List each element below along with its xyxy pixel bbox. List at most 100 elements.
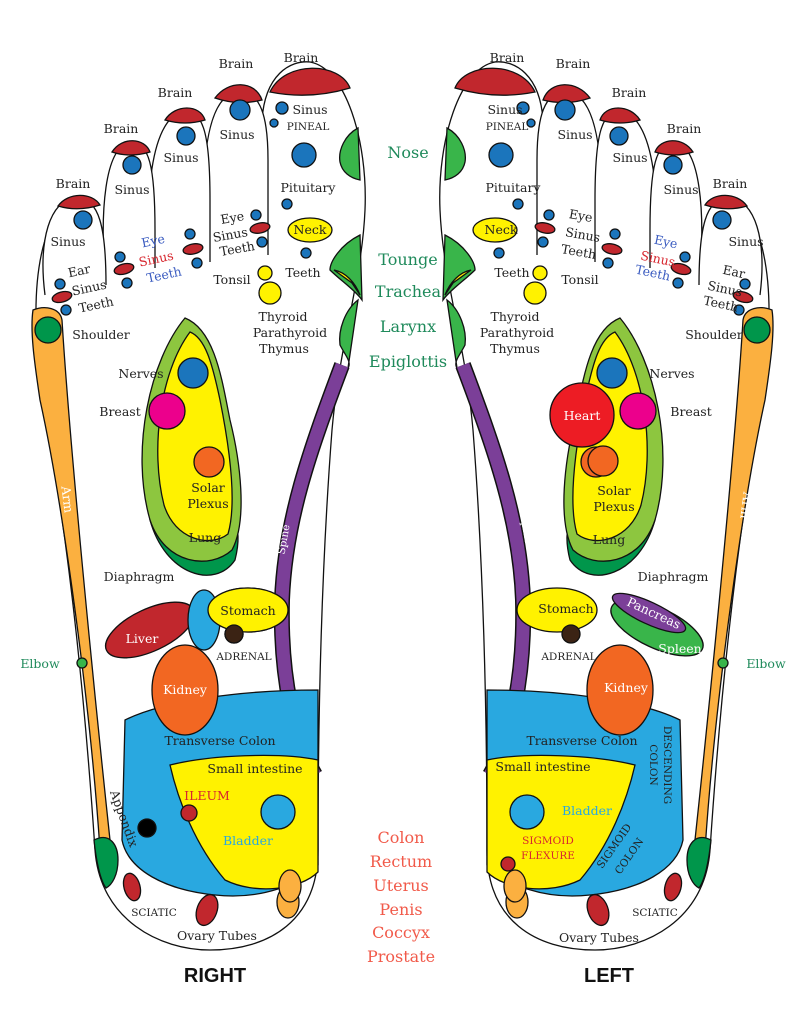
left-title: LEFT [584,965,634,987]
label: Sinus [487,102,522,117]
label: Brain [158,85,193,100]
ileum-zone [180,804,198,822]
label: Shoulder [72,327,130,342]
label: Plexus [187,496,228,511]
label: SCIATIC [131,907,177,919]
label: Shoulder [685,327,743,342]
label: Parathyroid [480,325,554,340]
label: Brain [284,50,319,65]
label: Heart [564,408,601,423]
solar-plexus-zone-left [587,445,619,477]
stomach-zone-right [207,587,289,633]
center-label: Tounge [378,250,437,269]
center-label: Larynx [380,317,436,336]
label: Sinus [639,248,676,270]
center-label: Colon [378,828,425,847]
center-label: Trachea [375,282,442,301]
label: Brain [219,56,254,71]
label: ADRENAL [540,651,596,663]
label: Neck [294,222,327,237]
label: Elbow [746,656,786,671]
label: Sinus [219,127,254,142]
label: Ear [721,262,746,281]
label: Spleen [658,641,701,656]
label: Diaphragm [638,569,709,584]
center-upper-labels: Nose Tounge Trachea Larynx Epiglottis [369,143,447,371]
label: Lung [189,530,221,545]
label: Neck [485,222,518,237]
label: COLON [647,744,659,785]
label: Brain [612,85,647,100]
label: Teeth [702,293,740,315]
label: ILEUM [184,788,230,803]
label: Stomach [538,601,593,616]
label: PINEAL [486,121,529,133]
label: Sinus [137,248,174,270]
label: Sinus [292,102,327,117]
label: Ovary Tubes [559,930,639,945]
label: Ear [66,261,91,280]
heart-zone [549,382,615,448]
label: Spine [276,524,293,556]
label: Brain [56,176,91,191]
label: Eye [140,231,166,251]
label: Sinus [114,182,149,197]
label: Eye [219,208,245,227]
label: Teeth [634,262,672,284]
label: Breast [670,404,711,419]
label: Transverse Colon [164,733,275,748]
label: Sinus [564,224,601,245]
label: Sinus [50,234,85,249]
label: Thymus [259,341,309,356]
label: Eye [653,232,679,252]
label: Sinus [663,182,698,197]
label: Elbow [20,656,60,671]
label: Nerves [649,366,694,381]
pancreas-zone [611,592,687,634]
label: Sinus [557,127,592,142]
label: Teeth [77,294,115,316]
label: Arm [737,490,755,520]
label: Thymus [490,341,540,356]
label: SCIATIC [632,907,678,919]
label: Small intestine [495,759,590,774]
label: Ovary Tubes [177,928,257,943]
label: DESCENDING [661,726,673,804]
label: Tonsil [561,272,598,287]
adrenal-zone-right [224,624,244,644]
label: Thyroid [259,309,308,324]
label: Teeth [560,241,597,262]
label: Diaphragm [104,569,175,584]
label: SIGMOID [522,835,574,847]
label: Brain [667,121,702,136]
label: Solar [191,480,225,495]
label: ADRENAL [215,651,271,663]
label: Pituitary [486,180,542,195]
label: Spine [517,514,534,546]
label: Transverse Colon [526,733,637,748]
label: Sinus [163,150,198,165]
label: Brain [104,121,139,136]
label: FLEXURE [521,850,575,862]
label: Bladder [562,803,612,818]
center-label: Penis [379,900,422,919]
label: Breast [99,404,140,419]
label: Solar [597,483,631,498]
label: Teeth [285,265,320,280]
label: Nerves [118,366,163,381]
label: Parathyroid [253,325,327,340]
label: Tonsil [213,272,250,287]
label: Sinus [612,150,647,165]
center-label: Coccyx [372,923,430,942]
label: Kidney [604,680,649,695]
label: PINEAL [287,121,330,133]
label: Small intestine [207,761,302,776]
center-lower-labels: Colon Rectum Uterus Penis Coccyx Prostat… [367,828,435,966]
label: Brain [713,176,748,191]
label: Plexus [593,499,634,514]
label: Sinus [70,277,107,299]
sigmoid-flexure-zone [500,856,516,872]
appendix-zone [137,818,157,838]
label: Sinus [212,224,249,245]
label: Teeth [219,238,256,259]
